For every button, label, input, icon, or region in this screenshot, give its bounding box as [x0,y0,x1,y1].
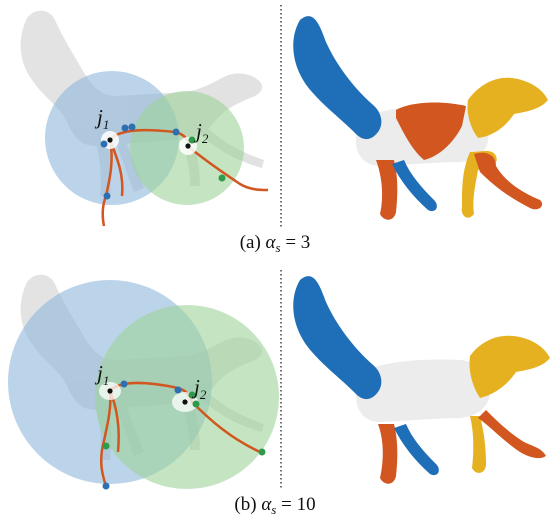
joint-label-j1-b: j1 [94,361,109,388]
segment-leg-orange2-a [474,152,543,210]
joint-j2-b [182,399,188,405]
caption-b-prefix: (b) [234,494,257,515]
segment-leg-orange2-b [478,410,546,459]
node-a [121,124,129,132]
panel-a-segmentation-view [293,16,548,220]
node-b [174,386,182,394]
node-b [192,400,200,408]
joint-j1-a [107,137,113,143]
node-b [102,442,110,450]
segment-head-yellow-b [469,335,550,398]
node-a [100,140,108,148]
node-a [218,174,226,182]
caption-a-value: 3 [300,232,311,253]
caption-a: (a) αs = 3 [0,232,550,256]
segment-leg-yellow-b [470,416,486,473]
node-a [172,128,180,136]
joint-label-j2-b: j2 [191,375,207,402]
caption-b-symbol: α [261,494,272,515]
caption-b-equals: = [281,494,292,515]
segment-tail-blue-b [293,276,382,400]
joint-label-j1-a: j1 [94,105,109,132]
node-b [188,391,196,399]
segment-leg-blue-a [392,160,437,212]
node-a [103,192,111,200]
segment-back-orange-a [396,102,466,160]
node-b [258,448,266,456]
caption-a-subscript: s [275,240,281,255]
panel-a-skeleton-view: j1 j2 [20,10,269,227]
caption-b: (b) αs = 10 [0,494,550,518]
caption-b-value: 10 [296,494,316,515]
segment-leg-orange-a [376,160,398,220]
node-b [102,482,110,490]
panel-b-skeleton-view: j1 j2 [8,274,279,490]
caption-a-symbol: α [265,232,276,253]
node-a [188,136,196,144]
segment-body-white-b [356,359,491,422]
joint-j2-a [185,143,191,149]
caption-a-prefix: (a) [239,232,261,253]
node-b [120,380,128,388]
joint-j1-b [107,388,113,394]
caption-b-subscript: s [271,502,277,517]
segment-leg-orange-b [378,424,398,484]
segment-head-yellow-a [467,77,548,138]
segment-leg-yellow-a [461,151,497,218]
node-a [128,123,136,131]
panel-b-segmentation-view [293,276,550,484]
segment-leg-blue-b [394,424,439,476]
joint-label-j2-a: j2 [193,119,209,146]
segment-tail-blue-a [293,16,382,140]
caption-a-equals: = [285,232,297,253]
